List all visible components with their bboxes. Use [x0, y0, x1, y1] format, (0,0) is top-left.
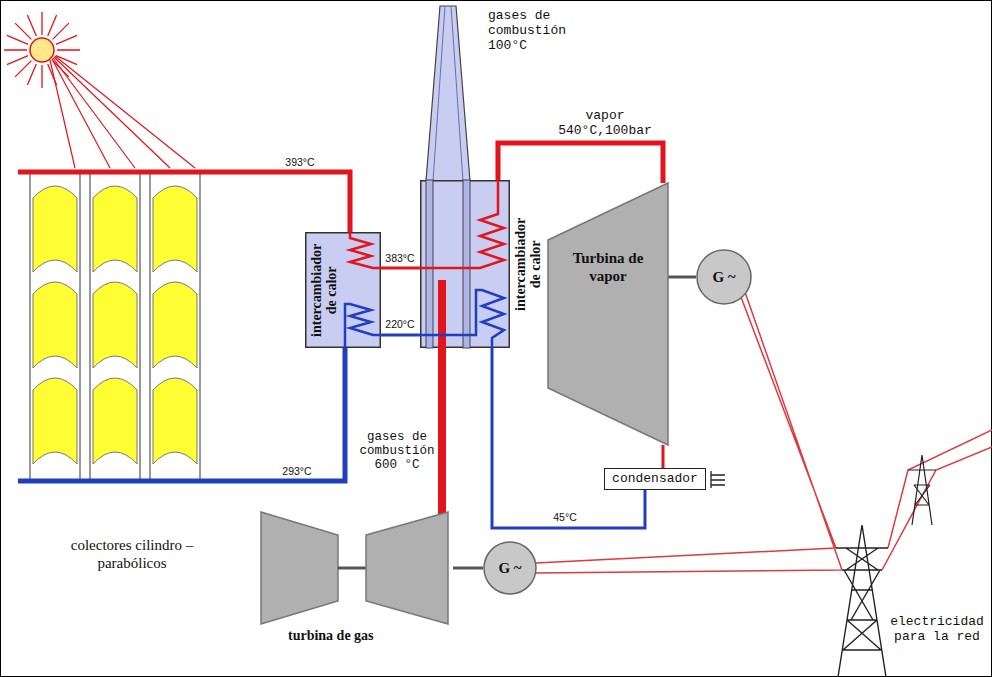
steam-pipe: [498, 143, 663, 183]
hot-header-pipe: [18, 170, 250, 175]
exchanger-label: intercambiador de calor: [513, 214, 544, 314]
heat-exchanger: intercambiador de calor: [305, 232, 381, 348]
collector-pipe: [140, 172, 141, 481]
connector-line: [498, 143, 663, 183]
collector-pipe: [30, 172, 31, 481]
connector-line: [250, 348, 345, 481]
cold-coil: [345, 304, 381, 348]
hot-coil: [350, 232, 381, 268]
exchanger-label: intercambiador de calor: [309, 240, 340, 340]
collector-caption: colectores cilindro – parabólicos: [47, 536, 217, 572]
cold-pipe: [381, 335, 420, 336]
parabolic-trough: [153, 186, 197, 272]
transmission-tower: [908, 455, 936, 525]
transmission-tower: [836, 525, 888, 677]
chimney: [426, 6, 470, 181]
exhaust-label: gases de combustión 100°C: [488, 8, 574, 53]
shaft: [338, 567, 366, 570]
connector-line: [438, 348, 446, 508]
turbine-body: [548, 183, 668, 445]
hot-pipe: [381, 268, 420, 269]
parabolic-trough: [93, 186, 137, 272]
condenser-label: condensador: [612, 471, 698, 487]
connector-line: [453, 567, 483, 570]
temperature-label: 293°C: [282, 465, 311, 477]
parabolic-trough: [93, 282, 137, 368]
cooling-lines: [711, 471, 725, 488]
steam-turbine-shape: [548, 183, 668, 445]
shaft: [668, 277, 696, 278]
turbine-body: [366, 512, 448, 624]
connector-line: [381, 334, 420, 337]
connector-line: [662, 445, 665, 468]
parabolic-trough: [153, 378, 197, 464]
compressor-body: [261, 512, 338, 624]
grid-label: electricidad para la red: [888, 614, 986, 644]
connector-line: [668, 276, 696, 279]
parabolic-trough: [33, 282, 77, 368]
steam-turbine: Turbina de vapor: [548, 183, 668, 445]
parabolic-trough: [33, 378, 77, 464]
temperature-label: 393°C: [285, 156, 314, 168]
condenser-box: condensador: [604, 468, 706, 490]
oil-pipe-hot: [250, 172, 350, 232]
temperature-label: 220°C: [385, 318, 414, 330]
sun-beams: [50, 56, 195, 168]
collector-pipe: [150, 172, 151, 481]
generator-label: G ~: [696, 268, 752, 286]
turbine-label: Turbina de vapor: [570, 249, 646, 285]
collector-pipe: [200, 172, 201, 481]
temperature-label: 45°C: [553, 511, 576, 523]
shaft: [453, 568, 483, 569]
temperature-label: 383°C: [385, 252, 414, 264]
exchanger-body: [421, 181, 510, 348]
generator: G ~: [696, 249, 752, 305]
generator: G ~: [483, 541, 537, 595]
heat-exchanger: intercambiador de calor: [420, 180, 544, 348]
oil-pipe-cold: [250, 348, 345, 481]
exhaust-steam-pipe: [663, 445, 664, 468]
gas-turbine: turbina de gas: [258, 508, 453, 650]
connector-line: [250, 172, 350, 232]
parabolic-trough: [93, 378, 137, 464]
flue-wall: [463, 180, 470, 348]
turbine-label: turbina de gas: [288, 628, 374, 645]
parabolic-trough: [33, 186, 77, 272]
sun: [30, 38, 54, 62]
chimney-flue: [433, 6, 463, 181]
exchanger-body: [306, 233, 381, 348]
flue-wall: [426, 180, 433, 348]
collector-pipe: [80, 172, 81, 481]
parabolic-trough: [153, 282, 197, 368]
connector-line: [381, 267, 420, 270]
cooling-symbol: [710, 471, 726, 489]
flue-gas: [438, 280, 446, 348]
generator-label: G ~: [483, 559, 537, 577]
cold-header-pipe: [18, 479, 250, 484]
steam-label: vapor 540°C,100bar: [555, 108, 655, 138]
generator-body: [697, 250, 751, 304]
generator-body: [484, 542, 536, 594]
sun-rays: [4, 12, 80, 88]
flue-gas-duct: [442, 348, 443, 508]
gas-label: gases de combustión 600 °C: [358, 430, 436, 472]
cold-coil: [420, 290, 504, 348]
hot-coil: [420, 180, 504, 268]
collector-pipe: [90, 172, 91, 481]
collector-field: colectores cilindro – parabólicos: [15, 160, 250, 610]
